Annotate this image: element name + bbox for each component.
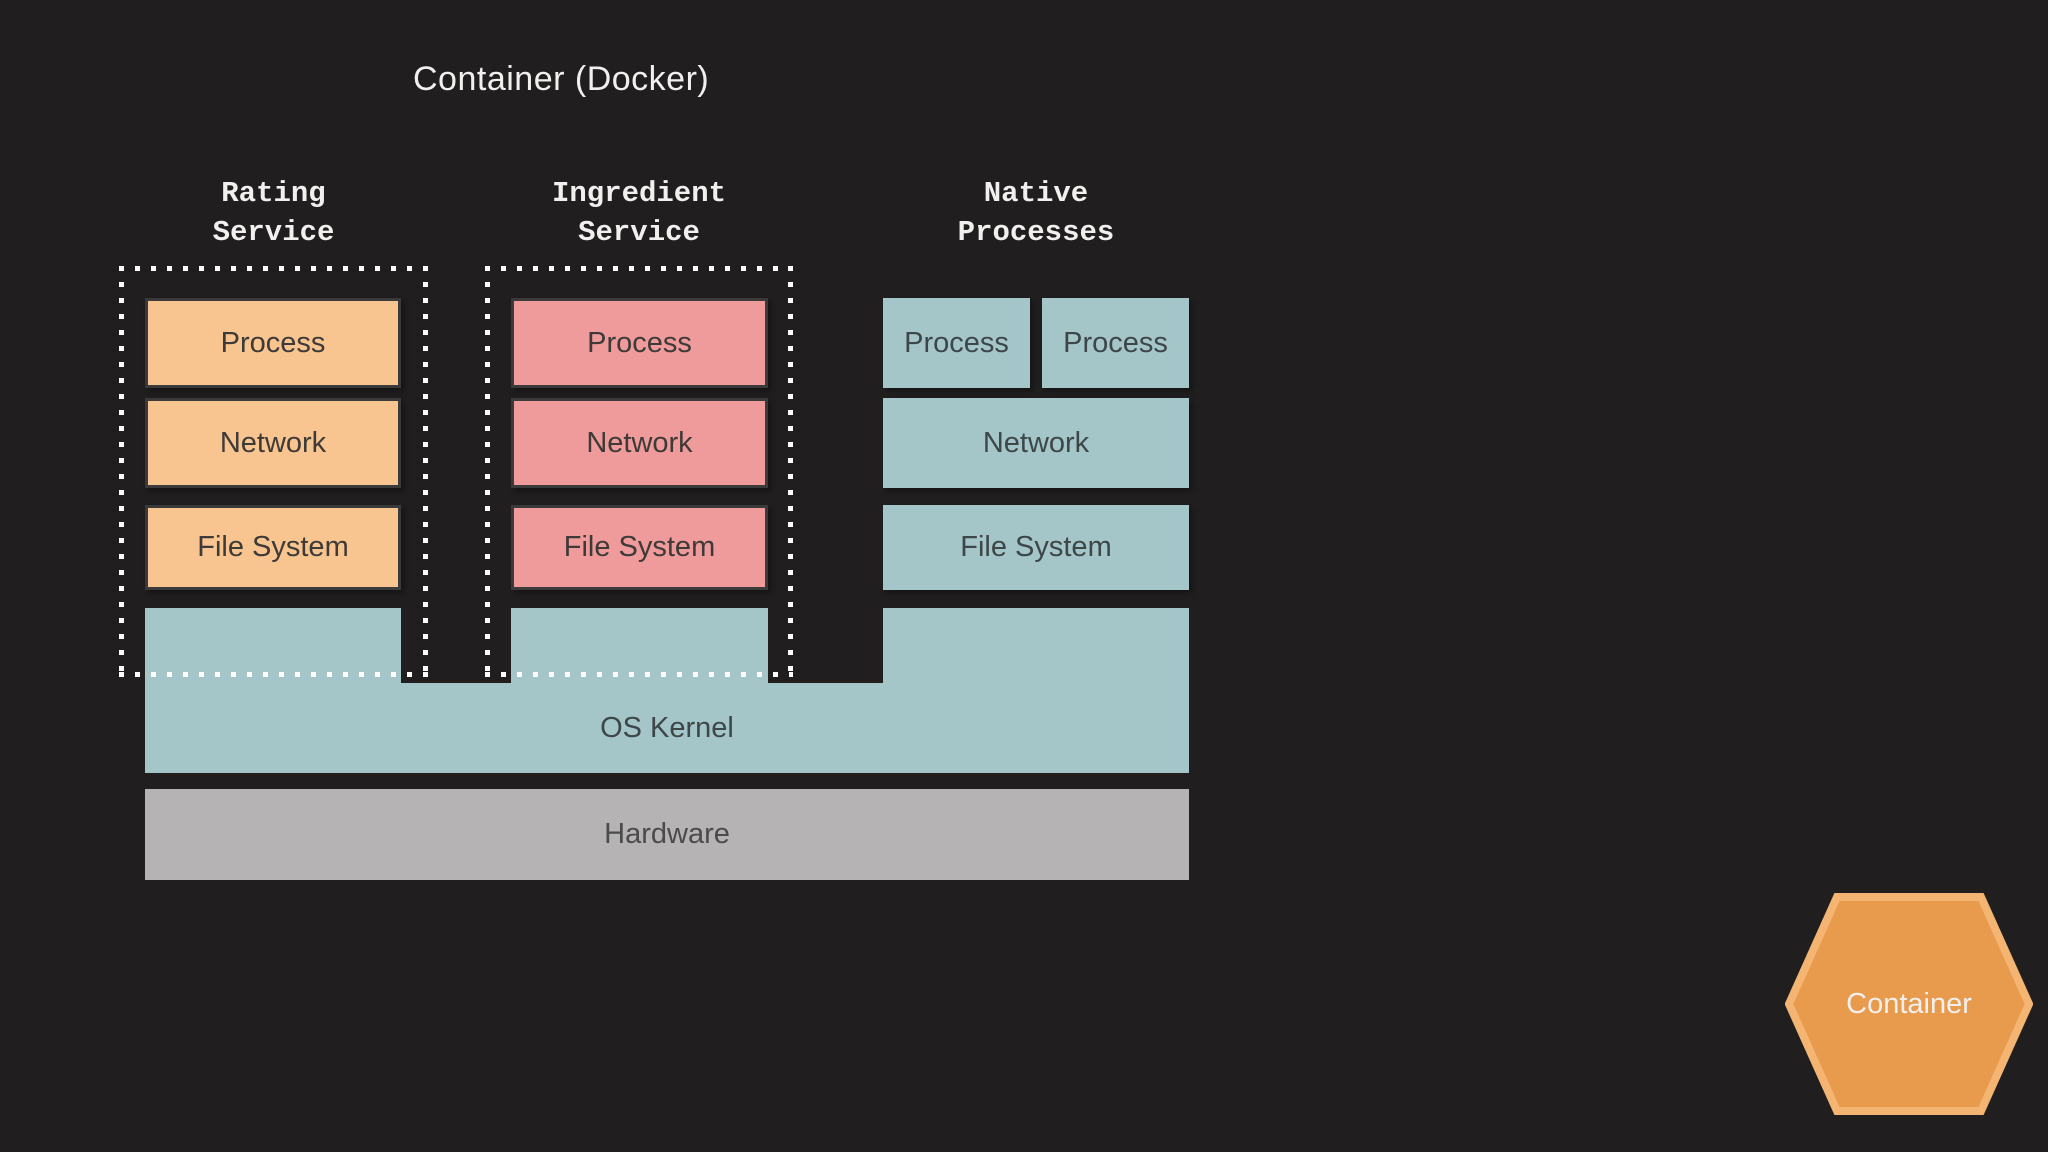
diagram-title: Container (Docker) — [413, 60, 710, 98]
hardware-label: Hardware — [604, 818, 730, 850]
ingredient-service-header: Ingredient Service — [551, 177, 727, 249]
os-kernel-bar: OS Kernel — [145, 683, 1189, 773]
rating-service-container-boundary — [119, 266, 428, 677]
native-network-label: Network — [982, 426, 1090, 459]
container-hexagon-label: Container — [1846, 987, 1972, 1020]
native-filesystem-box: File System — [883, 505, 1189, 590]
hardware-bar: Hardware — [145, 789, 1189, 880]
hexagon-icon — [1785, 893, 2033, 1115]
container-hexagon: Container — [1785, 893, 2033, 1115]
native-process-1-label: Process — [904, 326, 1009, 359]
rating-service-header: Rating Service — [212, 177, 335, 249]
native-process-2-label: Process — [1063, 326, 1168, 359]
native-filesystem-label: File System — [960, 531, 1112, 563]
os-kernel-pillar-native — [883, 608, 1189, 684]
native-process-box-2: Process — [1042, 298, 1189, 388]
ingredient-service-container-boundary — [485, 266, 793, 677]
os-kernel-label: OS Kernel — [600, 711, 734, 744]
native-network-box: Network — [883, 398, 1189, 488]
native-processes-header: Native Processes — [957, 177, 1115, 249]
native-process-box-1: Process — [883, 298, 1030, 388]
